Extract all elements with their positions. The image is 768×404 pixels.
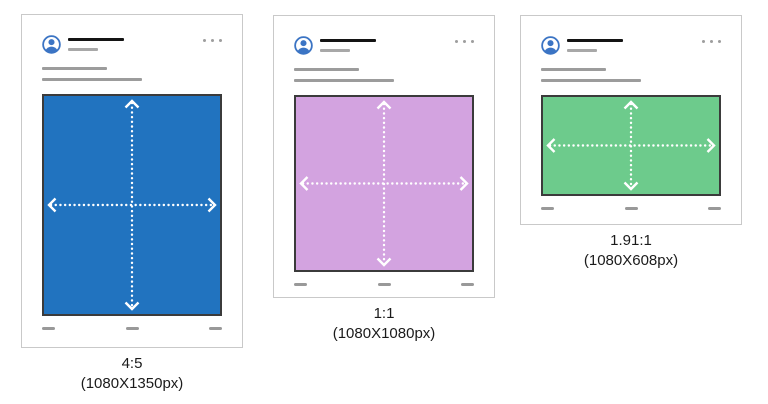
action-bar — [294, 283, 307, 286]
post-mockup-1-91-1: 1.91:1 (1080X608px) — [520, 15, 742, 270]
subtitle-bar — [68, 48, 98, 51]
user-avatar-icon — [541, 36, 560, 55]
ratio-label: 1.91:1 — [610, 232, 652, 249]
action-bar — [708, 207, 721, 210]
aspect-ratio-caption: 4:5 (1080X1350px) — [21, 354, 243, 393]
action-bar — [624, 207, 638, 210]
username-placeholder — [320, 39, 376, 52]
post-actions-placeholder — [541, 207, 721, 210]
text-bar — [294, 68, 359, 71]
aspect-ratio-caption: 1.91:1 (1080X608px) — [520, 231, 742, 270]
user-avatar-icon — [294, 36, 313, 55]
post-header — [541, 36, 721, 55]
username-placeholder — [68, 38, 124, 51]
post-card — [520, 15, 742, 225]
text-bar — [541, 79, 641, 82]
action-bar — [461, 283, 474, 286]
name-bar — [567, 39, 623, 42]
post-text-placeholder — [541, 68, 721, 82]
dimension-crosshair-arrows-icon — [299, 100, 469, 267]
post-header — [42, 35, 222, 54]
post-actions-placeholder — [294, 283, 474, 286]
post-header — [294, 36, 474, 55]
more-options-icon[interactable] — [702, 40, 721, 43]
username-placeholder — [567, 39, 623, 52]
subtitle-bar — [567, 49, 597, 52]
text-bar — [42, 78, 142, 81]
post-mockup-4-5: 4:5 (1080X1350px) — [21, 14, 243, 393]
more-options-icon[interactable] — [203, 39, 222, 42]
post-text-placeholder — [294, 68, 474, 82]
name-bar — [320, 39, 376, 42]
action-bar — [125, 327, 139, 330]
dimension-crosshair-arrows-icon — [47, 99, 217, 311]
post-actions-placeholder — [42, 327, 222, 330]
action-bar — [541, 207, 554, 210]
post-mockup-1-1: 1:1 (1080X1080px) — [273, 15, 495, 343]
action-bar — [42, 327, 55, 330]
ratio-label: 4:5 — [121, 355, 143, 372]
dimensions-label: (1080X608px) — [583, 252, 679, 269]
post-image-area — [294, 95, 474, 272]
dimensions-label: (1080X1350px) — [80, 375, 184, 392]
user-avatar-icon — [42, 35, 61, 54]
action-bar — [377, 283, 391, 286]
post-text-placeholder — [42, 67, 222, 81]
subtitle-bar — [320, 49, 350, 52]
post-card — [273, 15, 495, 298]
text-bar — [42, 67, 107, 70]
action-bar — [209, 327, 222, 330]
dimension-crosshair-arrows-icon — [546, 100, 716, 191]
dimensions-label: (1080X1080px) — [332, 325, 436, 342]
post-card — [21, 14, 243, 348]
post-image-area — [541, 95, 721, 196]
more-options-icon[interactable] — [455, 40, 474, 43]
ratio-label: 1:1 — [373, 305, 395, 322]
post-image-area — [42, 94, 222, 316]
text-bar — [541, 68, 606, 71]
text-bar — [294, 79, 394, 82]
name-bar — [68, 38, 124, 41]
aspect-ratio-caption: 1:1 (1080X1080px) — [273, 304, 495, 343]
